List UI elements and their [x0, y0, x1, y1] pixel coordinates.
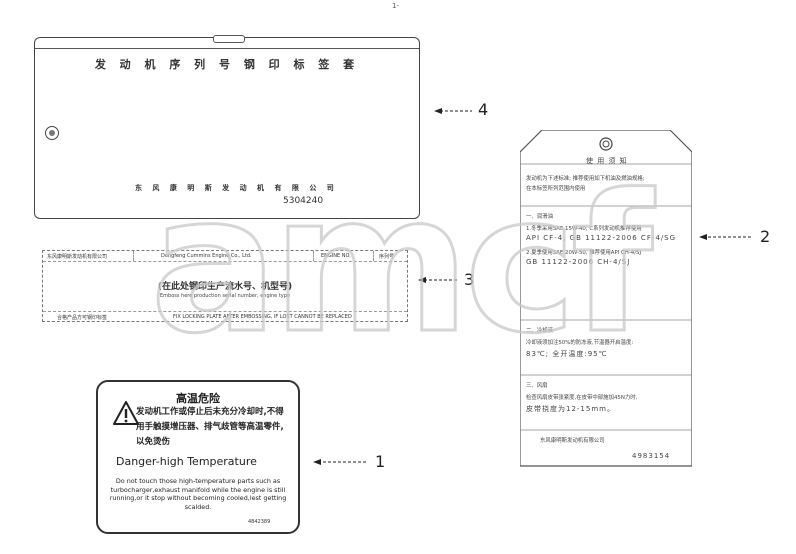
tag-section-fan: 三、风扇 — [526, 383, 548, 389]
callout-3: 3 — [464, 270, 475, 289]
tag-fan-2: 皮带挠度为12-15mm。 — [526, 405, 615, 413]
tag-coolant-2: 83℃; 全开温度:95℃ — [526, 350, 608, 358]
tag-title: 使 用 须 知 — [586, 157, 628, 165]
label3-col-line — [313, 251, 314, 261]
serial-number-label: 东风康明斯发动机有限公司 Dongfeng Cummins Engine Co.… — [42, 250, 408, 322]
callout-1: 1 — [375, 452, 386, 471]
plate-company: 东 风 康 明 斯 发 动 机 有 限 公 司 — [135, 184, 338, 192]
tag-section-oil: 一、润滑油 — [526, 214, 553, 220]
tag-fan-1: 检查风扇皮带张紧度,在皮带中部施加45N力时, — [526, 395, 638, 401]
tag-intro-1: 发动机为下述标准; 推荐使用如下机油及燃油规格; — [526, 176, 645, 182]
tag-oil-3: 2.夏季使用SAE 20W-50, 推荐使用API CH-4/SJ — [526, 250, 642, 256]
label3-sub-text: Emboss here production serial number, en… — [159, 293, 291, 299]
engine-serial-plate: 发 动 机 序 列 号 钢 印 标 签 套 东 风 康 明 斯 发 动 机 有 … — [34, 35, 420, 219]
plate-rivet-hole — [45, 126, 59, 140]
callout-4: 4 — [478, 100, 489, 119]
tag-oil-1: 1.冬季采用SAE 15W-40; C系列发动机推荐使用 — [526, 226, 642, 232]
label3-warning-en: FIX LOCKING PLATE AFTER EMBOSSING, IF LO… — [173, 314, 352, 320]
plate-top-edge — [35, 48, 419, 49]
label3-divider-bottom — [43, 311, 407, 312]
tag-part-code: 4983154 — [632, 452, 671, 460]
usage-instructions-tag: 使 用 须 知 发动机为下述标准; 推荐使用如下机油及燃油规格; 在本标签所列范… — [520, 130, 692, 470]
label3-model: ENGINE NO. — [321, 253, 351, 259]
warning-title-cn: 高温危险 — [176, 392, 220, 405]
top-mark: 1- — [392, 2, 399, 10]
label3-serial-label: 序列号 — [379, 254, 395, 260]
warning-part-code: 4842389 — [248, 519, 271, 525]
label3-col-line — [133, 251, 134, 261]
label3-col-line — [373, 251, 374, 261]
label3-company-cn: 东风康明斯发动机有限公司 — [47, 254, 108, 260]
tag-intro-2: 在本标签所列范围内使用 — [526, 186, 586, 192]
warning-body-cn: 发动机工作或停止后未充分冷却时,不得用手触摸增压器、排气歧管等高温零件,以免烫伤 — [136, 407, 284, 447]
tag-oil-2: API CF-4, GB 11122-2006 CF-4/SG — [526, 234, 677, 242]
tag-section-coolant: 二、冷却液 — [526, 328, 553, 334]
callout-2: 2 — [760, 227, 771, 246]
label3-company-en: Dongfeng Cummins Engine Co., Ltd. — [161, 253, 252, 259]
warning-title-en: Danger-high Temperature — [116, 455, 257, 468]
warning-body-en: Do not touch those high-temperature part… — [109, 477, 287, 511]
label3-warning-cn: 合格产品方可钢印标签 — [57, 315, 108, 321]
warning-triangle-icon — [113, 401, 139, 425]
high-temperature-warning-label: 高温危险 发动机工作或停止后未充分冷却时,不得用手触摸增压器、排气歧管等高温零件… — [96, 380, 300, 534]
tag-company: 东风康明斯发动机有限公司 — [540, 438, 605, 444]
plate-tab — [213, 35, 245, 43]
tag-outline — [520, 130, 692, 467]
tag-coolant-1: 冷却液须加注50%的防冻液,节温器开启温度: — [526, 340, 634, 346]
plate-part-code: 5304240 — [283, 196, 324, 206]
label3-main-text: (在此处钢印生产流水号、机型号) — [157, 282, 293, 292]
plate-title: 发 动 机 序 列 号 钢 印 标 签 套 — [94, 58, 360, 71]
label3-divider-top — [43, 261, 407, 262]
tag-oil-4: GB 11122-2006 CH-4/SJ — [526, 258, 631, 266]
